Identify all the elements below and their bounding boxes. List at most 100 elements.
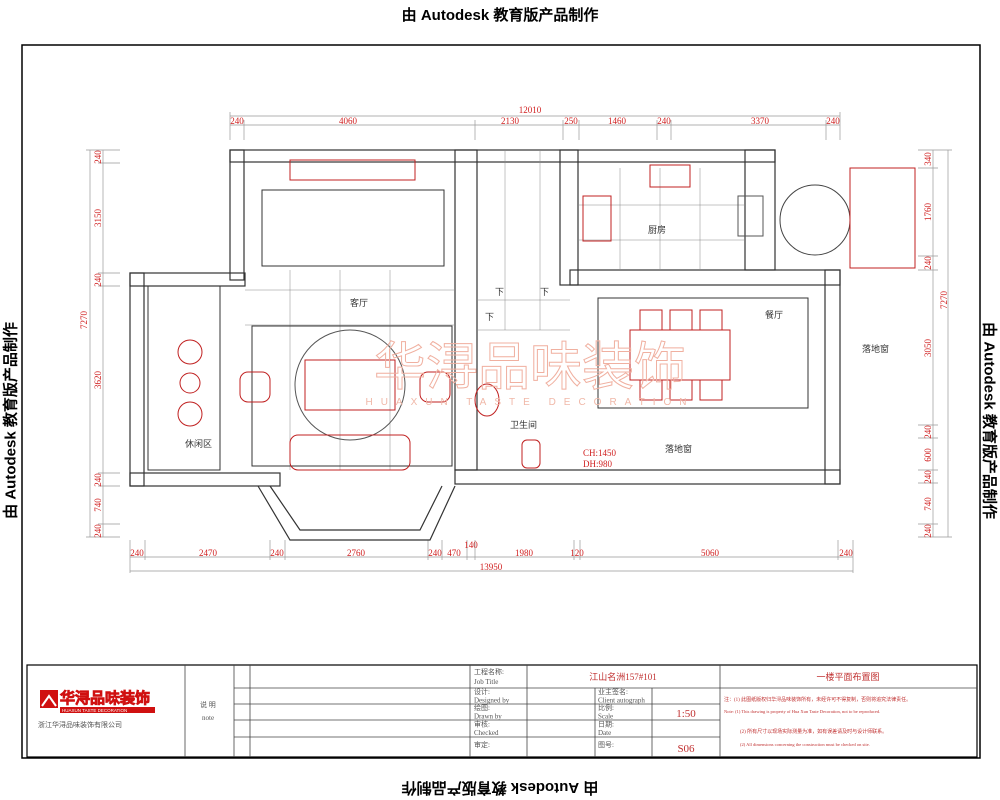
dim-top: 1460 [608,116,627,126]
room-kitchen: 厨房 [648,224,666,235]
field-label: 工程名称: [474,667,504,676]
coffee-table [304,359,396,411]
right-dimensions [918,149,952,538]
room-window: 落地窗 [862,343,889,354]
dim-right: 1760 [923,203,933,222]
field-label: Checked [474,729,499,737]
dim-top: 2130 [501,116,520,126]
armchair-right [419,371,451,403]
stair-label: 下 [485,312,494,322]
stair-label: 下 [540,287,549,297]
dim-bottom: 240 [839,548,853,558]
dim-bottom: 2470 [199,548,218,558]
dim-bottom: 5060 [701,548,720,558]
title-block [26,664,978,758]
note-en-1: Note: (1) This drawing is property of Hu… [724,709,880,715]
dim-right: 3050 [923,339,933,358]
drawing-title: 一楼平面布置图 [816,671,879,682]
scale-value: 1:50 [676,708,696,720]
rug-living [251,325,453,467]
room-dining: 餐厅 [765,309,783,320]
top-dimensions [229,112,841,140]
toilet [521,439,541,469]
company-name: 浙江华浔品味装饰有限公司 [38,720,122,729]
dim-bottom: 240 [130,548,144,558]
note-cn-2: (2) 所有尺寸以现场实际测量为准，如有误差请及时与设计师联系。 [740,728,887,735]
ceiling-height: CH:1450 [583,448,617,458]
dim-left: 3620 [93,371,103,390]
room-window: 落地窗 [665,443,692,454]
dim-bottom: 140 [464,540,478,550]
dim-bottom: 1980 [515,548,534,558]
dim-right: 240 [923,524,933,538]
date-label: 日期: [598,721,614,729]
remark-en: note [202,714,214,722]
dim-top: 250 [564,116,578,126]
dim-top-total: 12010 [519,105,542,115]
field-label: 设计: [474,687,490,696]
rug-top [261,189,445,267]
number-label: 图号: [598,741,614,749]
project-name: 江山名洲157#101 [589,671,657,682]
field-label: Designed by [474,697,510,705]
dim-top: 240 [230,116,244,126]
dim-bottom: 240 [270,548,284,558]
dim-left: 240 [93,273,103,287]
dim-left: 240 [93,473,103,487]
sink [737,195,764,237]
dim-bottom: 120 [570,548,584,558]
dim-right: 240 [923,256,933,270]
client-label: 业主签名: [598,687,628,696]
dim-top: 240 [826,116,840,126]
watermark-top: 由 Autodesk 教育版产品制作 [401,7,599,24]
left-dimensions [86,149,120,538]
furniture [147,159,916,471]
room-bathroom: 卫生间 [510,419,537,430]
dim-right: 740 [923,497,933,511]
drawing-frame [21,44,981,759]
dim-bottom: 470 [447,548,461,558]
walls [129,149,841,541]
entry-steps [849,167,916,269]
field-label: Drawn by [474,713,502,721]
tv-cabinet [289,159,416,181]
armchair-left [239,371,271,403]
rosette-floor [779,184,851,256]
round-rug [294,329,406,441]
left-dim-labels: 7270 240 3150 240 3620 240 740 240 [79,150,103,538]
chair [177,339,203,365]
room-living: 客厅 [350,297,368,308]
dim-right: 240 [923,470,933,484]
sofa [289,434,411,471]
bottom-dimensions [129,540,854,573]
scale-label: Scale [598,713,613,721]
note-en-2: (2) All dimensions concerning the constr… [740,742,870,747]
room-leisure: 休闲区 [185,438,212,449]
dim-left: 740 [93,498,103,512]
client-label: Client autograph [598,697,645,705]
dining-area [597,297,809,409]
drawing-number: S06 [677,743,695,755]
right-dim-labels: 7270 340 1760 240 3050 240 600 240 740 2… [923,152,949,538]
stove [649,164,691,188]
washbasin [474,383,500,417]
door-height: DH:980 [583,459,612,469]
logo-en: HUAXUN TASTE DECORATION [62,708,127,713]
dim-top: 3370 [751,116,770,126]
floor-tiles [245,150,745,470]
dim-right: 600 [923,448,933,462]
company-logo: 华浔品味装饰 HUAXUN TASTE DECORATION [40,689,155,713]
leisure-area [147,285,221,471]
dim-top: 240 [657,116,671,126]
dim-bottom: 2760 [347,548,366,558]
date-label: Date [598,729,611,737]
dim-right-total: 7270 [939,291,949,310]
dim-bottom: 240 [428,548,442,558]
note-cn-1: 注：(1) 此图纸版权归华浔品味装饰所有，未经许可不得复制，否则将追究法律责任。 [724,696,911,703]
field-label: 审定: [474,740,490,749]
fridge [582,195,612,242]
dim-left: 240 [93,524,103,538]
chair [177,401,203,427]
stair-label: 下 [495,287,504,297]
